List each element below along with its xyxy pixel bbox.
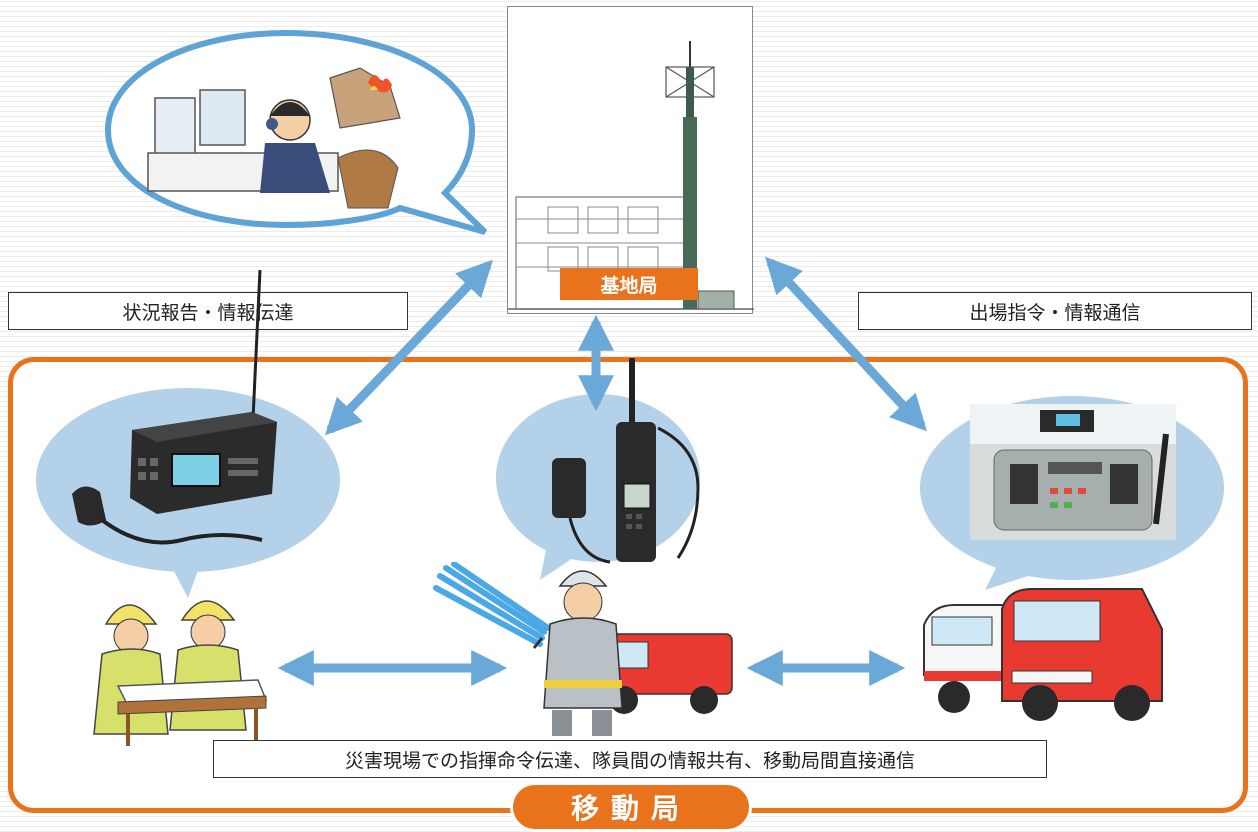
- arrow-base-to-vehicle-radio: [325, 259, 493, 436]
- arrow-base-to-fire-truck: [765, 256, 927, 432]
- bottom-link-label: 災害現場での指揮命令伝達、隊員間の情報共有、移動局間直接通信: [213, 740, 1047, 778]
- dispatch-center-bubble: [104, 29, 488, 235]
- base-station-panel: [507, 6, 754, 314]
- dashboard-radio-icon: [970, 404, 1176, 540]
- dispatch-center-illustration: [147, 67, 401, 209]
- base-station-label: 基地局: [560, 268, 698, 300]
- center-bubble-tail: [540, 540, 585, 580]
- fire-trucks-illustration: [923, 588, 1163, 721]
- handheld-radio-icon: [552, 358, 700, 564]
- firefighter-illustration: [433, 562, 733, 736]
- right-bubble-tail: [985, 560, 1040, 590]
- vehicle-radio-icon: [72, 269, 277, 545]
- command-officers-illustration: [93, 600, 268, 746]
- left-bubble-tail: [168, 560, 200, 598]
- mobile-station-label: 移動局: [513, 785, 749, 829]
